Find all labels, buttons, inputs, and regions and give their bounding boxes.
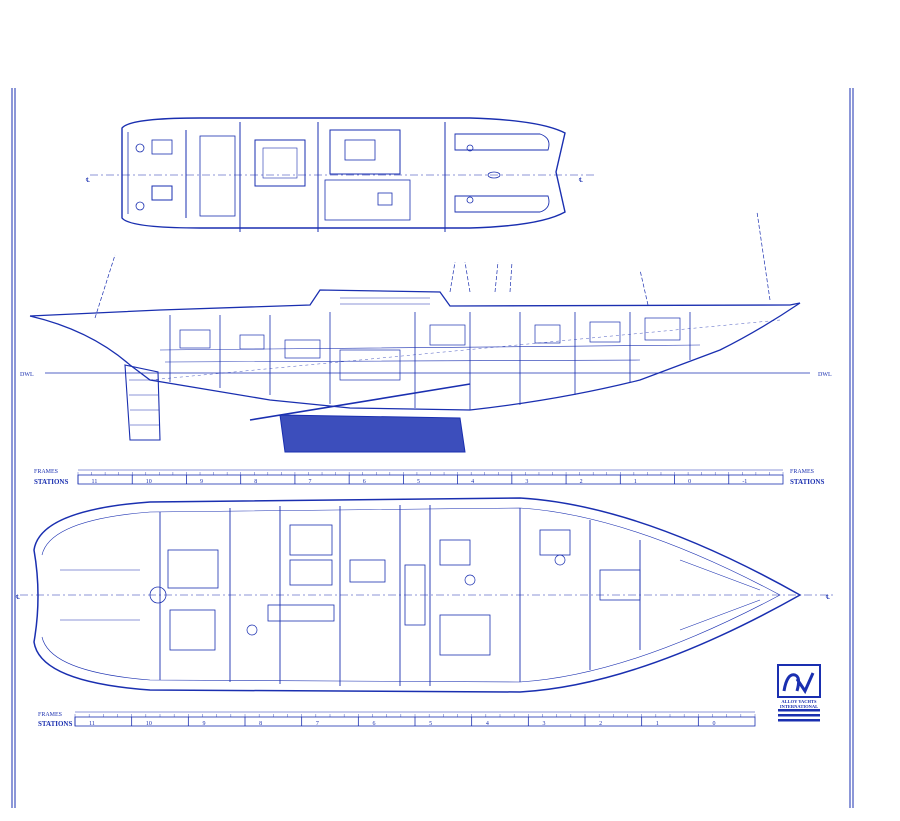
dwl-label-right: DWL [818, 372, 832, 378]
stations-label-upper-left: STATIONS [34, 478, 68, 486]
station-scale-upper [77, 469, 784, 485]
station-number-upper-5: 6 [363, 479, 366, 485]
station-number-lower-7: 4 [486, 721, 489, 727]
station-number-lower-9: 2 [599, 721, 602, 727]
centerline-mark-top-left: ℄ [85, 178, 90, 184]
ay-mark-icon [777, 664, 821, 722]
station-number-upper-9: 2 [580, 479, 583, 485]
logo-name-line2: INTERNATIONAL [779, 704, 819, 709]
station-scale-lower [74, 711, 756, 727]
logo-name-line1: ALLOY YACHTS [781, 699, 817, 704]
alloy-yachts-logo: ALLOY YACHTS INTERNATIONAL [775, 663, 823, 723]
station-number-lower-10: 1 [656, 721, 659, 727]
deck-plan [90, 117, 595, 232]
station-number-lower-2: 9 [203, 721, 206, 727]
centerline-mark-bottom-left: ℄ [15, 595, 20, 601]
station-number-lower-11: 0 [713, 721, 716, 727]
station-number-upper-6: 5 [417, 479, 420, 485]
lower-frame-ticks [74, 714, 756, 726]
centerline-mark-top-right: ℄ [578, 178, 583, 184]
stations-label-lower: STATIONS [38, 720, 72, 728]
station-number-upper-2: 9 [200, 479, 203, 485]
station-number-upper-11: 0 [688, 479, 691, 485]
station-number-upper-4: 7 [308, 479, 311, 485]
station-number-upper-12: -1 [742, 479, 747, 485]
station-number-upper-0: 11 [92, 479, 98, 485]
station-number-upper-8: 3 [525, 479, 528, 485]
accommodation-plan [20, 497, 835, 693]
station-number-upper-3: 8 [254, 479, 257, 485]
frames-label-upper-right: FRAMES [790, 469, 814, 475]
station-number-lower-8: 3 [543, 721, 546, 727]
station-number-lower-3: 8 [259, 721, 262, 727]
station-number-lower-0: 11 [89, 721, 95, 727]
upper-frame-ticks [77, 472, 784, 484]
station-number-lower-1: 10 [146, 721, 152, 727]
station-number-upper-10: 1 [634, 479, 637, 485]
station-number-upper-7: 4 [471, 479, 474, 485]
profile-elevation [29, 211, 810, 453]
frames-label-upper-left: FRAMES [34, 469, 58, 475]
station-number-upper-1: 10 [146, 479, 152, 485]
centerline-mark-bottom-right: ℄ [825, 595, 830, 601]
station-number-lower-5: 6 [373, 721, 376, 727]
sheet-border [11, 88, 854, 808]
stations-label-upper-right: STATIONS [790, 478, 824, 486]
station-number-lower-4: 7 [316, 721, 319, 727]
station-number-lower-6: 5 [429, 721, 432, 727]
dwl-label-left: DWL [20, 372, 34, 378]
frames-label-lower: FRAMES [38, 712, 62, 718]
